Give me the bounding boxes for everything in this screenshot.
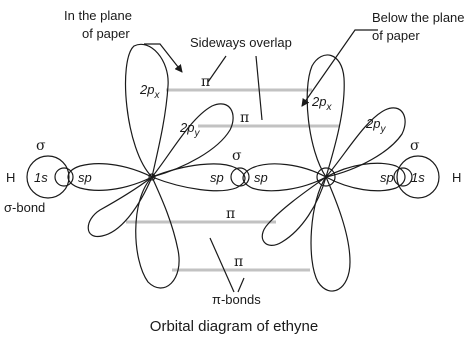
sideways-overlap-label: Sideways overlap: [190, 35, 292, 50]
left-carbon-orbitals: [67, 43, 246, 289]
right-hydrogen-1s-orbital: [396, 155, 440, 199]
left-carbon-nucleus: [148, 173, 156, 181]
one-s-label-left: 1s: [34, 170, 48, 185]
left-hydrogen-1s-orbital: [26, 155, 70, 199]
right-sp-lobe-to-h: [324, 162, 406, 192]
pointer-lines: [144, 29, 378, 293]
right-sp-lobe-to-c: [242, 163, 328, 192]
left-2px-upper-lobe: [124, 43, 169, 179]
sideways-overlap-leader-left: [207, 55, 227, 83]
diagram-caption: Orbital diagram of ethyne: [150, 318, 318, 335]
left-2py-lower-lobe: [87, 175, 154, 238]
right-2py-label: 2py: [365, 116, 386, 135]
left-2py-upper-lobe: [150, 103, 234, 179]
pi-label-top: π: [201, 74, 210, 90]
left-sp-lobe-to-h: [67, 163, 154, 191]
sp-label-right-c: sp: [254, 170, 268, 185]
left-2py-label: 2py: [179, 120, 200, 139]
right-2py-upper-lobe: [324, 107, 406, 178]
left-sigma-overlap: [54, 167, 74, 187]
right-2px-upper-lobe: [306, 54, 345, 179]
left-2px-label: 2px: [139, 82, 160, 101]
sideways-overlap-leader-right: [255, 55, 263, 121]
sp-label-left-c: sp: [210, 170, 224, 185]
left-sp-lobe-to-c: [150, 163, 246, 192]
sp-label-right-h: sp: [380, 170, 394, 185]
sigma-label-left: σ: [36, 138, 46, 154]
right-2py-lower-lobe: [261, 175, 328, 246]
hydrogen-label-left: H: [6, 170, 15, 185]
hydrogen-label-right: H: [452, 170, 461, 185]
pi-bonds-label: π-bonds: [212, 292, 261, 307]
center-sigma-overlap: [230, 167, 250, 187]
below-plane-pointer: [301, 29, 378, 107]
right-sigma-overlap: [393, 167, 413, 187]
right-carbon-orbitals: [242, 54, 406, 292]
pi-bonds-leader-right: [237, 277, 245, 293]
right-2px-label: 2px: [311, 94, 332, 113]
right-carbon-nucleus: [316, 167, 336, 187]
in-plane-pointer: [144, 43, 183, 73]
sp-label-left-h: sp: [78, 170, 92, 185]
sigma-bond-label: σ-bond: [4, 200, 45, 215]
pi-overlap-lines: [126, 88, 340, 272]
pi-label-bottom: π: [234, 254, 243, 270]
one-s-label-right: 1s: [411, 170, 425, 185]
sigma-label-center: σ: [232, 148, 242, 164]
left-2px-lower-lobe: [135, 175, 180, 289]
sigma-label-right: σ: [410, 138, 420, 154]
pi-bonds-leader-left: [209, 237, 235, 293]
pi-label-lower: π: [226, 206, 235, 222]
pi-label-upper: π: [240, 110, 249, 126]
right-2px-lower-lobe: [310, 175, 351, 292]
